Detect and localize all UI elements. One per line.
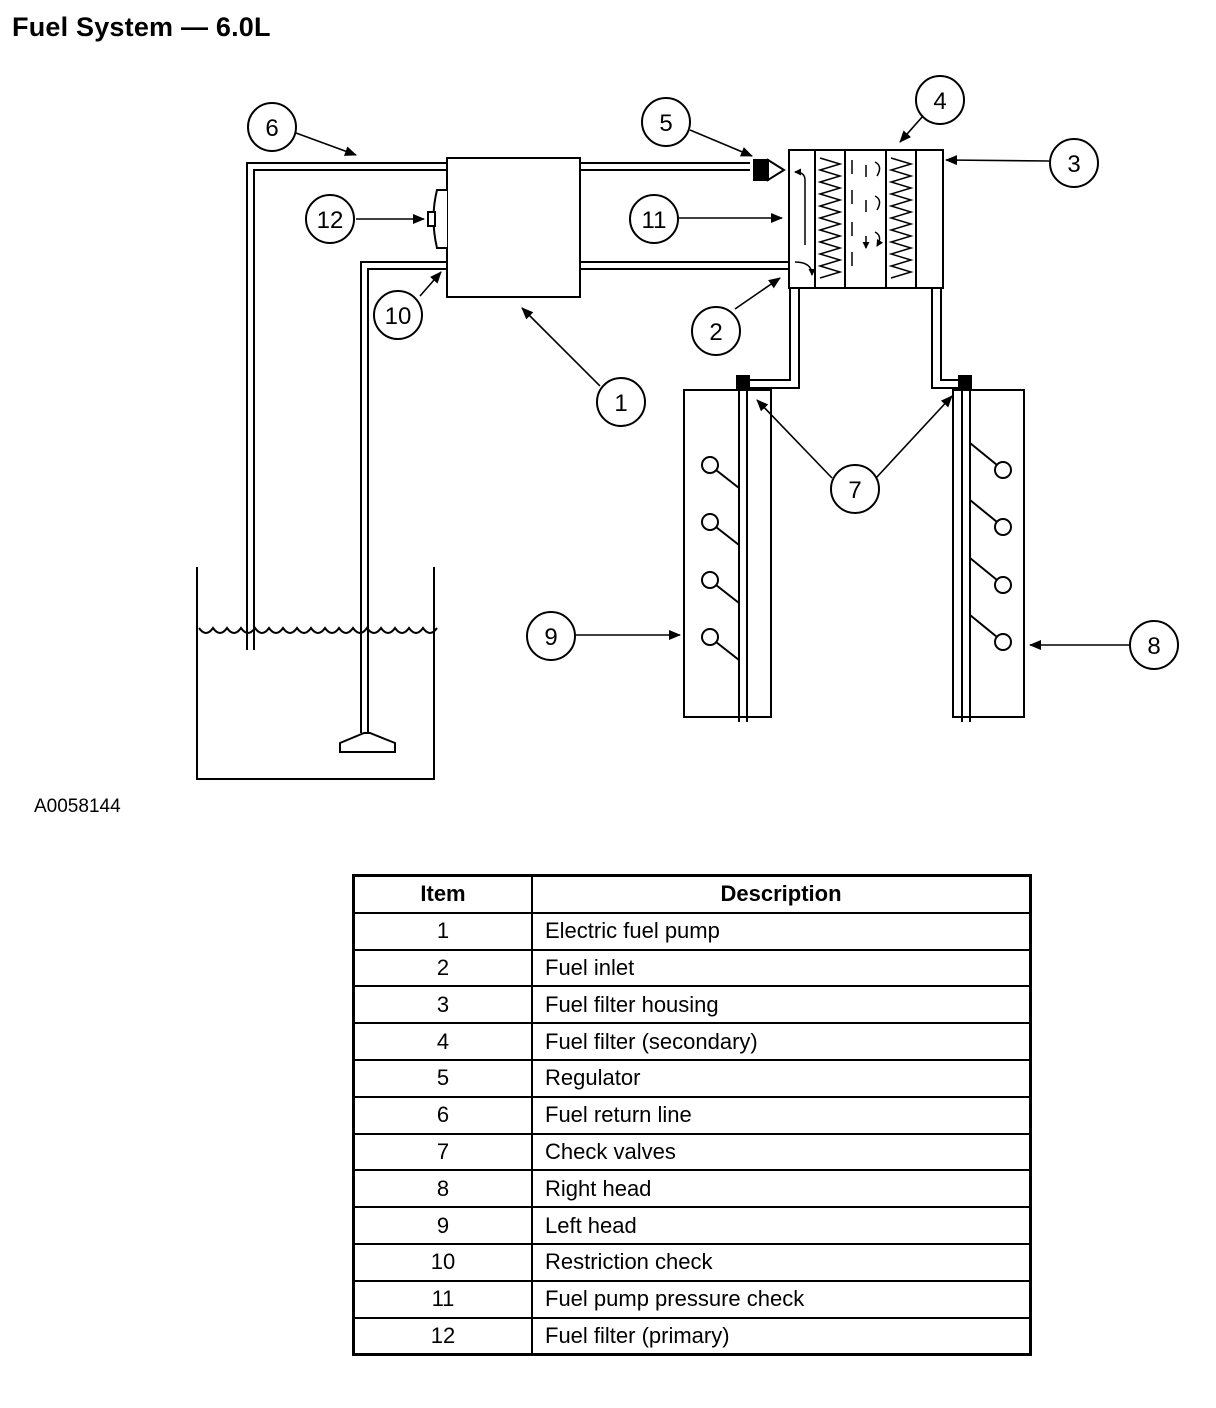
regulator xyxy=(753,158,786,182)
callout-12: 12 xyxy=(305,194,355,244)
callout-8-label: 8 xyxy=(1147,633,1160,660)
legend-item-number: 2 xyxy=(352,948,533,988)
legend-item-description: Fuel return line xyxy=(531,1095,1032,1135)
callout-2-label: 2 xyxy=(709,319,722,346)
legend-item-number: 1 xyxy=(352,911,533,951)
callout-2: 2 xyxy=(691,306,741,356)
callout-4-label: 4 xyxy=(933,88,946,115)
page-title: Fuel System — 6.0L xyxy=(12,12,271,42)
legend-item-description: Fuel filter housing xyxy=(531,985,1032,1025)
callout-8: 8 xyxy=(1129,620,1179,670)
callout-12-label: 12 xyxy=(317,207,344,234)
callout-7-label: 7 xyxy=(848,477,861,504)
fuel-system-diagram: 1 2 3 4 5 6 7 8 9 10 11 12 xyxy=(196,75,1179,780)
callout-3-label: 3 xyxy=(1067,151,1080,178)
callout-5: 5 xyxy=(641,97,691,147)
callout-11-label: 11 xyxy=(642,207,667,234)
callout-6: 6 xyxy=(247,102,297,152)
legend-item-description: Electric fuel pump xyxy=(531,911,1032,951)
head-feed-lines xyxy=(736,288,972,391)
legend-item-description: Right head xyxy=(531,1169,1032,1209)
left-head xyxy=(683,389,772,722)
legend-item-number: 11 xyxy=(352,1279,533,1319)
fuel-filter-housing xyxy=(788,149,944,289)
legend-item-description: Fuel filter (primary) xyxy=(531,1316,1032,1356)
secondary-fuel-filter xyxy=(794,157,914,279)
legend-header-row: Item Description xyxy=(352,874,1032,914)
legend-item-description: Left head xyxy=(531,1206,1032,1245)
legend-item-description: Check valves xyxy=(531,1132,1032,1172)
figure-id: A0058144 xyxy=(34,796,121,817)
callout-11: 11 xyxy=(629,194,679,244)
fuel-tank xyxy=(196,567,438,780)
legend-item-number: 8 xyxy=(352,1169,533,1209)
legend-item-number: 5 xyxy=(352,1058,533,1098)
callout-9: 9 xyxy=(526,611,576,661)
callout-10: 10 xyxy=(373,290,423,340)
legend-item-description: Regulator xyxy=(531,1058,1032,1098)
legend-header-item: Item xyxy=(352,874,533,914)
legend-item-description: Fuel filter (secondary) xyxy=(531,1022,1032,1061)
legend-item-description: Fuel pump pressure check xyxy=(531,1279,1032,1319)
right-head xyxy=(952,389,1025,722)
callout-leaders xyxy=(295,115,1130,650)
legend-header-description: Description xyxy=(531,874,1032,914)
callout-6-label: 6 xyxy=(265,115,278,142)
callout-3: 3 xyxy=(1049,138,1099,188)
callout-10-label: 10 xyxy=(385,303,412,330)
legend-item-number: 4 xyxy=(352,1022,533,1061)
fuel-return-line xyxy=(246,162,750,650)
callout-9-label: 9 xyxy=(544,624,557,651)
callout-5-label: 5 xyxy=(659,110,672,137)
legend-item-number: 3 xyxy=(352,985,533,1025)
primary-fuel-filter xyxy=(427,189,447,249)
electric-fuel-pump xyxy=(446,157,581,298)
callout-4: 4 xyxy=(915,75,965,125)
legend-item-number: 9 xyxy=(352,1206,533,1245)
fuel-supply-line xyxy=(360,261,790,733)
legend-item-number: 10 xyxy=(352,1242,533,1282)
legend-item-number: 6 xyxy=(352,1095,533,1135)
legend-item-description: Restriction check xyxy=(531,1242,1032,1282)
legend-item-description: Fuel inlet xyxy=(531,948,1032,988)
callout-1-label: 1 xyxy=(614,390,627,417)
legend-item-number: 7 xyxy=(352,1132,533,1172)
callout-1: 1 xyxy=(596,377,646,427)
callout-7: 7 xyxy=(830,464,880,514)
legend-item-number: 12 xyxy=(352,1316,533,1356)
